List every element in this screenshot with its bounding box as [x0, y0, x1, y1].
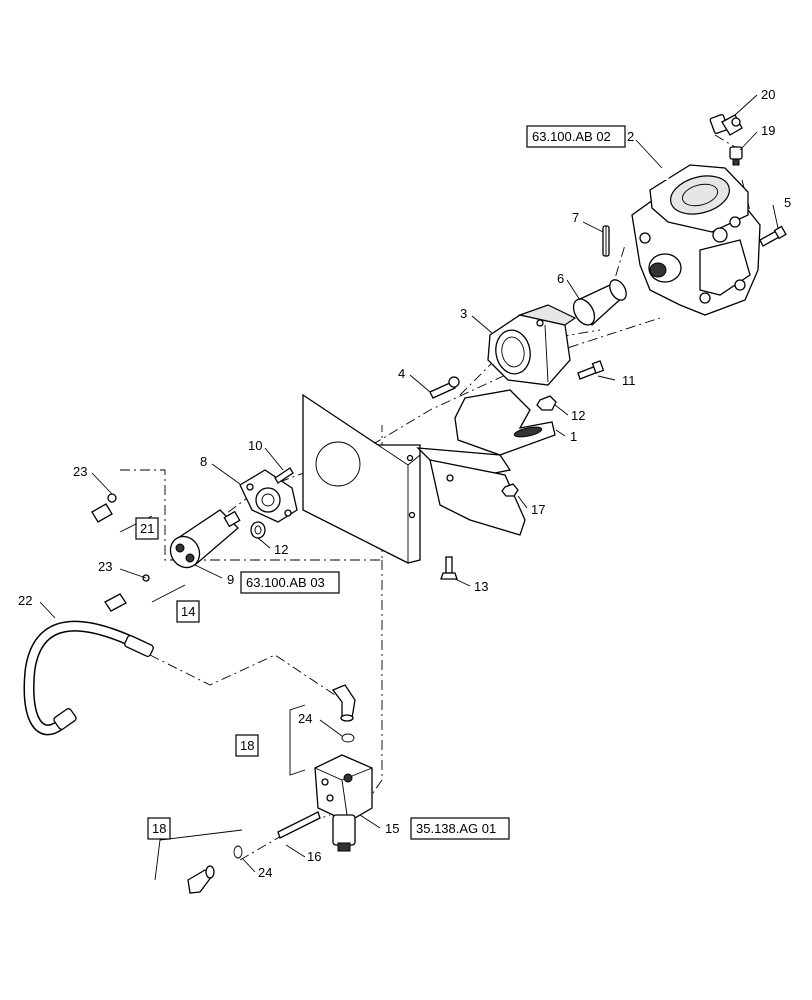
callout-labels: 20 19 2 5 7 6 3 4 11 12 1 17 13 10 8 12 …: [18, 87, 791, 880]
callout-1: 1: [570, 429, 577, 444]
elbow-fitting-upper: [331, 684, 356, 722]
bolt-13: [440, 556, 458, 580]
callout-3: 3: [460, 306, 467, 321]
nut-17: [501, 483, 519, 497]
ref-box-63-100-ab-03[interactable]: 63.100.AB 03: [240, 571, 340, 594]
ref-box-18-upper[interactable]: 18: [235, 734, 259, 757]
ref-box-label: 63.100.AB 03: [246, 575, 325, 590]
ref-box-label: 18: [240, 738, 254, 753]
ref-box-14[interactable]: 14: [176, 600, 200, 623]
leader-lines: [39, 94, 779, 873]
o-ring-24-upper: [341, 733, 355, 743]
ref-box-label: 63.100.AB 02: [532, 129, 611, 144]
callout-7: 7: [572, 210, 579, 225]
hydraulic-pump: [631, 114, 761, 316]
bolt-11: [577, 360, 605, 380]
callout-8: 8: [200, 454, 207, 469]
elbow-fitting-lower: [187, 865, 215, 894]
callout-17: 17: [531, 502, 545, 517]
adapter-fitting-lower: [104, 574, 150, 612]
callout-13: 13: [474, 579, 488, 594]
motor-flange: [239, 469, 298, 523]
nut-12-lower: [250, 521, 266, 539]
valve-block: [314, 754, 373, 852]
tee-fitting-19: [729, 146, 743, 166]
adapter-fitting-upper: [91, 493, 117, 523]
callout-24-upper: 24: [298, 711, 312, 726]
callout-4: 4: [398, 366, 405, 381]
o-ring-24-lower: [233, 845, 243, 859]
ref-box-63-100-ab-02[interactable]: 63.100.AB 02: [526, 125, 626, 148]
bolt-5: [759, 225, 787, 247]
bolt-16: [277, 811, 321, 839]
pump-bracket: [416, 389, 556, 536]
callout-23-lower: 23: [98, 559, 112, 574]
hydraulic-hose: [23, 620, 154, 736]
callout-15: 15: [385, 821, 399, 836]
bolt-10: [274, 467, 294, 484]
bolt-4: [429, 376, 460, 399]
callout-9: 9: [227, 572, 234, 587]
ref-box-35-138-ag-01[interactable]: 35.138.AG 01: [410, 817, 510, 840]
hydraulic-motor: [169, 509, 241, 569]
callout-16: 16: [307, 849, 321, 864]
roll-pin: [602, 225, 610, 257]
mounting-plate: [302, 393, 421, 564]
kit-brackets: [119, 515, 306, 881]
shaft-coupler: [572, 279, 627, 327]
ref-box-label: 35.138.AG 01: [416, 821, 496, 836]
ref-box-label: 18: [152, 821, 166, 836]
ref-box-label: 21: [140, 521, 154, 536]
callout-22: 22: [18, 593, 32, 608]
callout-12-upper: 12: [571, 408, 585, 423]
callout-23-upper: 23: [73, 464, 87, 479]
callout-12-lower: 12: [274, 542, 288, 557]
callout-2: 2: [627, 129, 634, 144]
callout-11: 11: [622, 373, 636, 388]
callout-20: 20: [761, 87, 775, 102]
nut-12-upper: [536, 395, 557, 411]
pump-adapter-housing: [487, 304, 577, 386]
callout-5: 5: [784, 195, 791, 210]
ref-box-18-lower[interactable]: 18: [147, 817, 171, 840]
callout-24-lower: 24: [258, 865, 272, 880]
ref-box-label: 14: [181, 604, 195, 619]
callout-6: 6: [557, 271, 564, 286]
callout-19: 19: [761, 123, 775, 138]
callout-10: 10: [248, 438, 262, 453]
ref-box-21[interactable]: 21: [135, 517, 159, 540]
elbow-fitting-20: [721, 114, 743, 136]
